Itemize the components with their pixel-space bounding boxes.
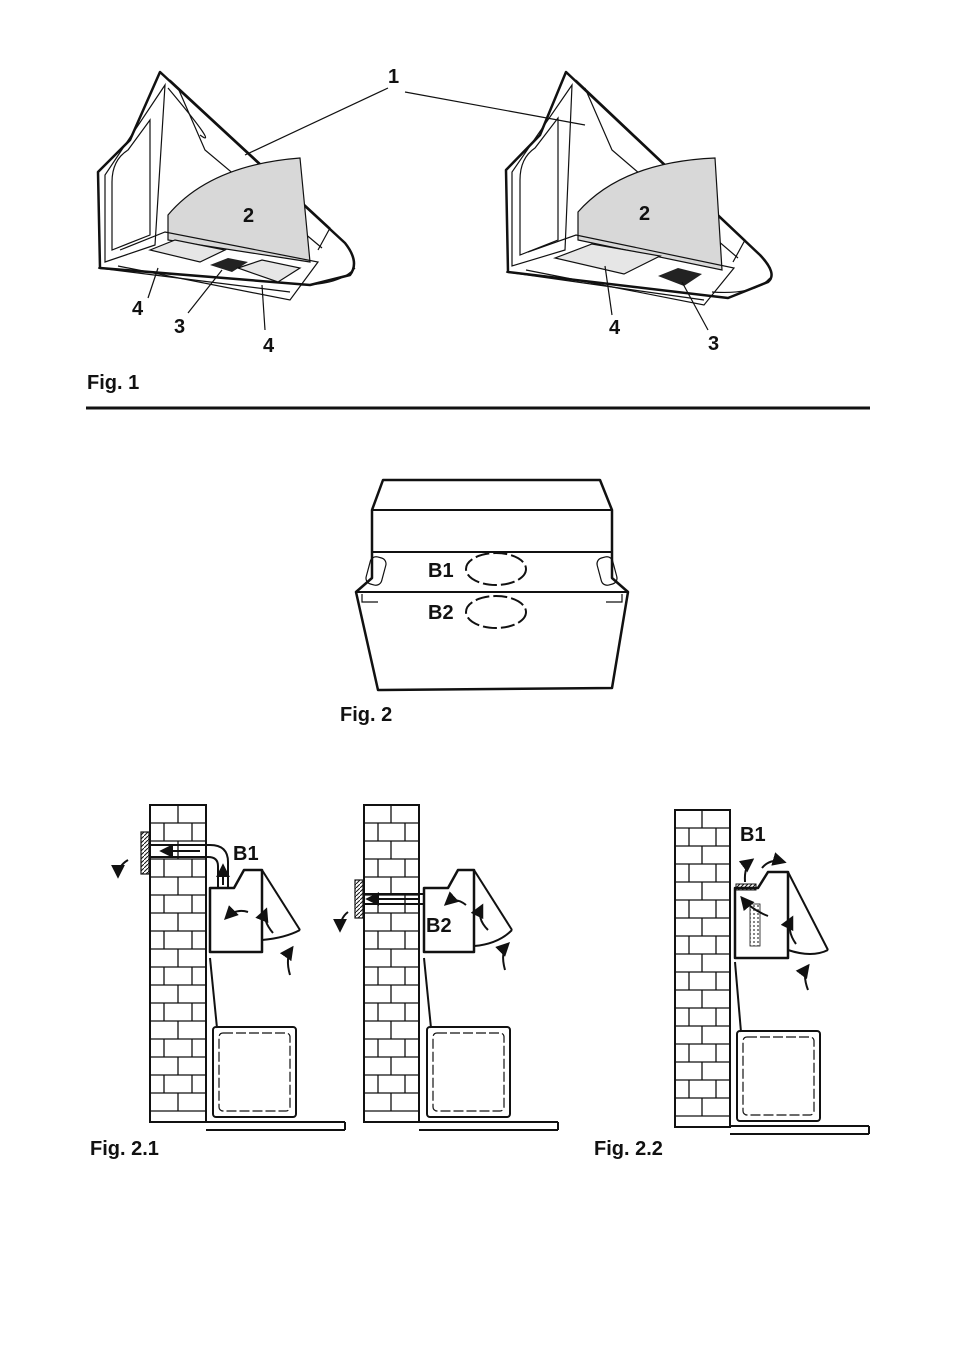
fig1-callout-3-left: 3 <box>174 316 185 338</box>
fig22-recirculation-installation <box>675 810 869 1134</box>
fig2-label-b1: B1 <box>428 560 454 582</box>
fig2-hood-top <box>356 480 628 690</box>
fig22-label-b1: B1 <box>740 824 766 846</box>
fig1-hood-right <box>506 72 772 305</box>
fig21-label-b1: B1 <box>233 843 259 865</box>
fig21-b2-installation <box>340 805 558 1130</box>
fig1-hood-left <box>98 72 355 300</box>
fig21-b1-installation <box>118 805 345 1130</box>
fig1-callout-3-right: 3 <box>708 333 719 355</box>
fig1-callout-4-right: 4 <box>609 317 621 339</box>
fig2-caption: Fig. 2 <box>340 704 392 726</box>
fig1-callout-2-right: 2 <box>639 203 650 225</box>
fig1-callout-4-left-a: 4 <box>132 298 144 320</box>
fig22-caption: Fig. 2.2 <box>594 1138 663 1160</box>
fig1-caption: Fig. 1 <box>87 372 139 394</box>
fig1-callout-1: 1 <box>388 66 399 88</box>
fig1-callout-4-left-b: 4 <box>263 335 275 357</box>
fig21-label-b2: B2 <box>426 915 452 937</box>
fig21-caption: Fig. 2.1 <box>90 1138 159 1160</box>
fig2-label-b2: B2 <box>428 602 454 624</box>
fig1-callout-2-left: 2 <box>243 205 254 227</box>
